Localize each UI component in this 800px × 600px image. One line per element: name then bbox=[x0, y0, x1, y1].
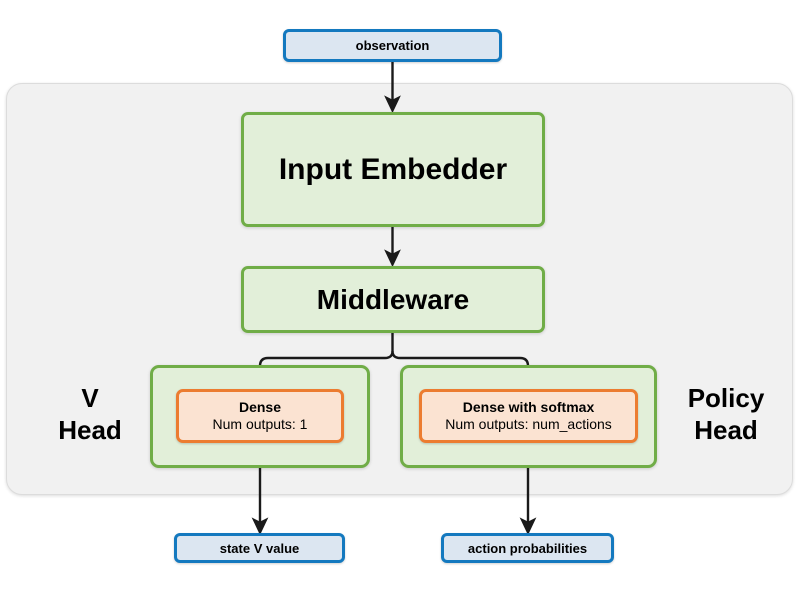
node-state-v-value-label: state V value bbox=[219, 540, 300, 556]
label-policy-head-line1: Policy bbox=[687, 383, 765, 413]
node-policy-head-dense-title: Dense with softmax bbox=[462, 399, 595, 416]
node-input-embedder[interactable]: Input Embedder bbox=[241, 112, 545, 227]
node-observation-label: observation bbox=[355, 38, 430, 53]
label-policy-head: Policy Head bbox=[662, 383, 790, 446]
node-observation[interactable]: observation bbox=[283, 29, 502, 62]
node-policy-head-dense[interactable]: Dense with softmax Num outputs: num_acti… bbox=[419, 389, 638, 443]
label-v-head-line2: Head bbox=[58, 414, 122, 445]
node-state-v-value[interactable]: state V value bbox=[174, 533, 345, 563]
node-input-embedder-label: Input Embedder bbox=[278, 152, 508, 186]
node-middleware[interactable]: Middleware bbox=[241, 266, 545, 333]
node-middleware-label: Middleware bbox=[316, 283, 470, 315]
node-policy-head-dense-subtitle: Num outputs: num_actions bbox=[445, 416, 612, 433]
label-policy-head-line2: Head bbox=[694, 414, 758, 445]
node-v-head-dense-title: Dense bbox=[238, 399, 282, 416]
label-v-head: V Head bbox=[35, 383, 145, 446]
node-action-probabilities-label: action probabilities bbox=[467, 540, 588, 556]
node-action-probabilities[interactable]: action probabilities bbox=[441, 533, 614, 563]
node-v-head-dense[interactable]: Dense Num outputs: 1 bbox=[176, 389, 344, 443]
node-v-head-dense-subtitle: Num outputs: 1 bbox=[212, 416, 308, 433]
label-v-head-line1: V bbox=[81, 383, 99, 413]
